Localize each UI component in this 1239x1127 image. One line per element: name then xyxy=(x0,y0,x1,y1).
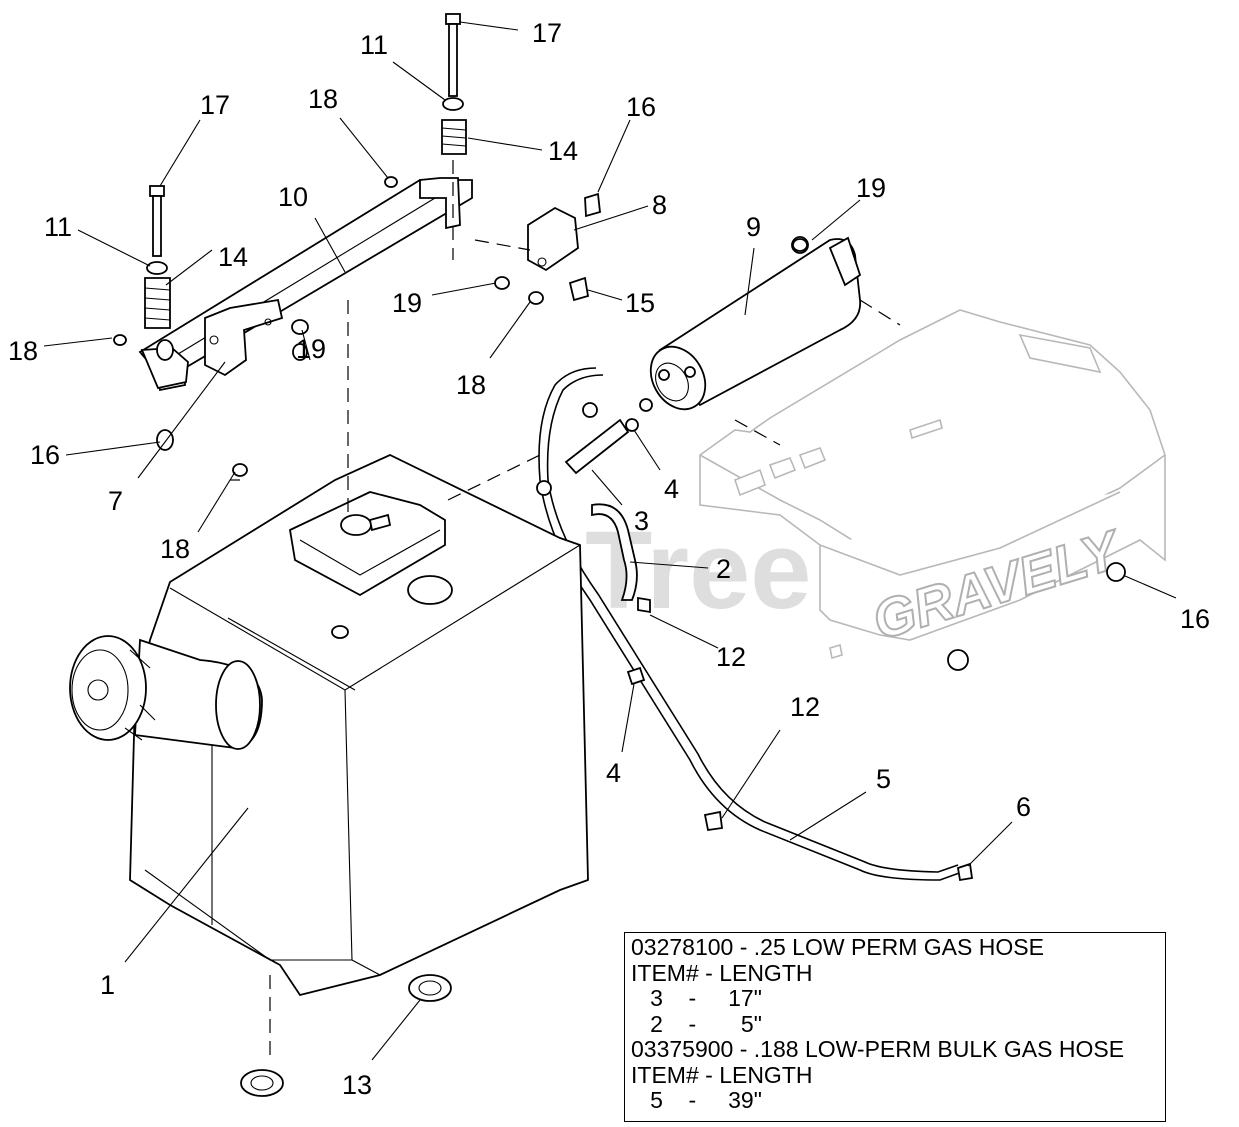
callout-2: 2 xyxy=(716,554,731,584)
callout-1: 1 xyxy=(100,970,115,1000)
part-number: 03278100 xyxy=(631,934,734,960)
nut-19-right xyxy=(792,238,808,252)
callout-16: 16 xyxy=(30,440,60,470)
callout-3: 3 xyxy=(634,506,649,536)
alignment-lines xyxy=(230,160,901,1060)
spring-left xyxy=(144,277,171,329)
length-value: 39" xyxy=(721,1087,762,1113)
item-header: ITEM# xyxy=(631,1061,699,1088)
hose-length-table: 03278100 - .25 LOW PERM GAS HOSE ITEM# -… xyxy=(624,932,1166,1122)
description: .188 LOW-PERM BULK GAS HOSE xyxy=(753,1036,1125,1062)
callout-5: 5 xyxy=(876,764,891,794)
nut-18-lower xyxy=(232,463,248,477)
callout-17: 17 xyxy=(532,18,562,48)
callout-13: 13 xyxy=(342,1070,372,1100)
separator: - xyxy=(698,959,720,986)
fuel-tank xyxy=(69,454,589,997)
panel-knob-right xyxy=(1106,562,1126,582)
hose-table-row: ITEM# - LENGTH xyxy=(631,1061,1159,1089)
item-number: 3 xyxy=(631,985,663,1011)
nut-18-upper xyxy=(384,176,398,188)
hose-table-row: 2 - 5" xyxy=(631,1010,1159,1038)
nut-18-middle xyxy=(528,291,544,305)
callout-12: 12 xyxy=(790,692,820,722)
callout-17: 17 xyxy=(200,90,230,120)
washer-right xyxy=(442,97,464,111)
bolt-right xyxy=(445,13,461,97)
hose-table-row: ITEM# - LENGTH xyxy=(631,959,1159,987)
leader-lines xyxy=(43,21,1177,1061)
callout-11: 11 xyxy=(44,212,72,242)
callout-7: 7 xyxy=(108,486,123,516)
length-header: LENGTH xyxy=(719,1061,813,1088)
nut-19-left xyxy=(291,319,309,335)
item-header: ITEM# xyxy=(631,959,699,986)
callout-8: 8 xyxy=(652,190,667,220)
grommet-lower xyxy=(240,1069,284,1097)
callout-18: 18 xyxy=(160,534,190,564)
mount-bracket-8 xyxy=(527,206,579,272)
length-value: 17" xyxy=(721,985,762,1011)
separator: - xyxy=(733,1036,754,1062)
length-value: 5" xyxy=(721,1010,762,1037)
part-number: 03375900 xyxy=(631,1036,734,1062)
nut-19-middle xyxy=(494,276,510,290)
callout-16: 16 xyxy=(1180,604,1210,634)
callout-16: 16 xyxy=(626,92,656,122)
bolt-left xyxy=(149,185,165,257)
callout-18: 18 xyxy=(456,370,486,400)
callout-14: 14 xyxy=(218,242,248,272)
separator: - xyxy=(662,985,722,1011)
knob-16-upper xyxy=(584,192,601,218)
callout-18: 18 xyxy=(308,84,338,114)
knob-16-bracket xyxy=(292,343,308,361)
mount-bracket-7 xyxy=(204,298,284,377)
hose-table-row: 5 - 39" xyxy=(631,1087,1159,1114)
separator: - xyxy=(698,1061,720,1088)
description: .25 LOW PERM GAS HOSE xyxy=(753,934,1044,960)
callout-15: 15 xyxy=(625,288,655,318)
knob-15 xyxy=(568,276,590,302)
callouts: 17 11 18 14 17 16 10 8 19 9 11 14 18 19 … xyxy=(8,18,1210,1100)
separator: - xyxy=(662,1010,722,1037)
grommet-upper xyxy=(408,974,452,1002)
separator: - xyxy=(733,934,754,960)
callout-14: 14 xyxy=(548,136,578,166)
washer-left xyxy=(146,261,168,275)
spring-right xyxy=(441,119,467,155)
knob-16-left xyxy=(156,339,174,451)
hose-table-row: 3 - 17" xyxy=(631,985,1159,1012)
callout-19: 19 xyxy=(392,288,422,318)
length-header: LENGTH xyxy=(719,959,813,986)
item-number: 2 xyxy=(631,1010,663,1037)
callout-19: 19 xyxy=(856,173,886,203)
panel-knob-bottom xyxy=(947,649,969,671)
callout-12: 12 xyxy=(716,642,746,672)
callout-6: 6 xyxy=(1016,792,1031,822)
callout-19: 19 xyxy=(296,334,326,364)
separator: - xyxy=(662,1087,722,1113)
item-number: 5 xyxy=(631,1087,663,1113)
callout-18: 18 xyxy=(8,336,38,366)
callout-11: 11 xyxy=(360,30,388,60)
nut-18-left xyxy=(113,334,127,346)
callout-4: 4 xyxy=(664,474,679,504)
hose-table-row: 03278100 - .25 LOW PERM GAS HOSE xyxy=(631,934,1159,961)
hose-table-row: 03375900 - .188 LOW-PERM BULK GAS HOSE xyxy=(631,1036,1159,1063)
callout-10: 10 xyxy=(278,182,308,212)
callout-4: 4 xyxy=(606,758,621,788)
callout-9: 9 xyxy=(746,212,761,242)
